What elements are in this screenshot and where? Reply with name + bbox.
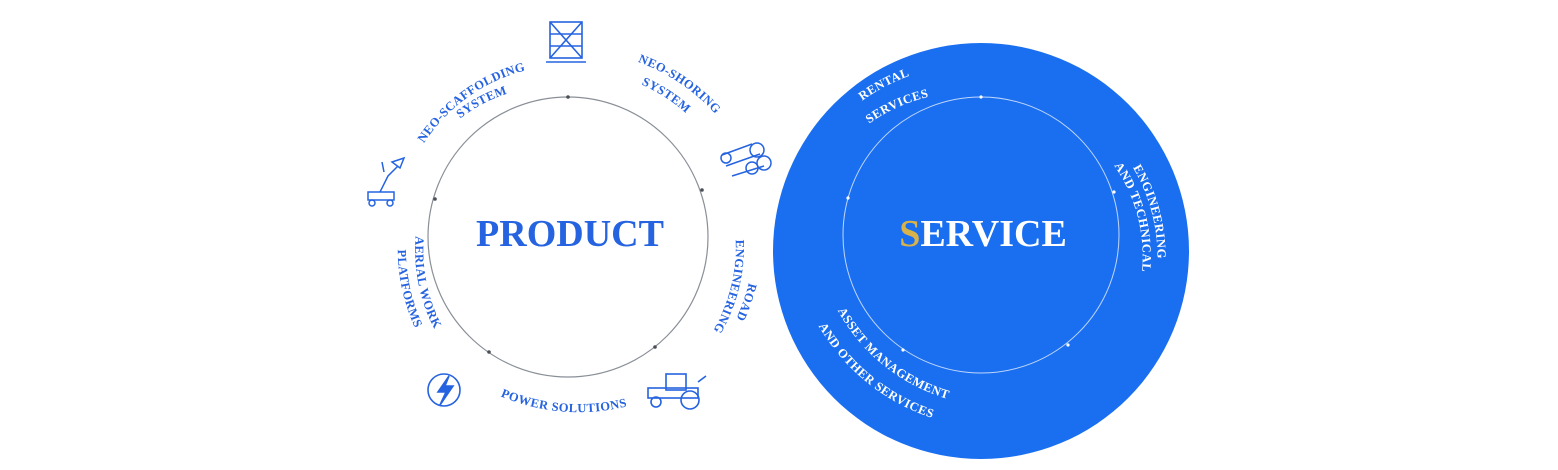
service-ring-ticks bbox=[846, 95, 1116, 352]
product-label-road-line2: ENGINEERING bbox=[711, 240, 747, 336]
service-title-initial: S bbox=[899, 213, 920, 255]
shoring-pipes-icon bbox=[720, 142, 772, 177]
product-ring-ticks bbox=[433, 95, 704, 354]
product-label-neo-shoring-line2: SYSTEM bbox=[640, 74, 693, 115]
road-roller-icon bbox=[647, 373, 707, 410]
product-title: PRODUCT bbox=[476, 213, 664, 255]
service-title-rest: ERVICE bbox=[920, 213, 1066, 255]
product-label-power-solutions: POWER SOLUTIONS bbox=[499, 386, 628, 415]
power-lightning-icon bbox=[427, 373, 461, 407]
aerial-lift-icon bbox=[367, 156, 406, 207]
service-title: SERVICE bbox=[899, 213, 1067, 255]
service-circle bbox=[773, 43, 1189, 459]
scaffolding-icon bbox=[546, 21, 586, 63]
